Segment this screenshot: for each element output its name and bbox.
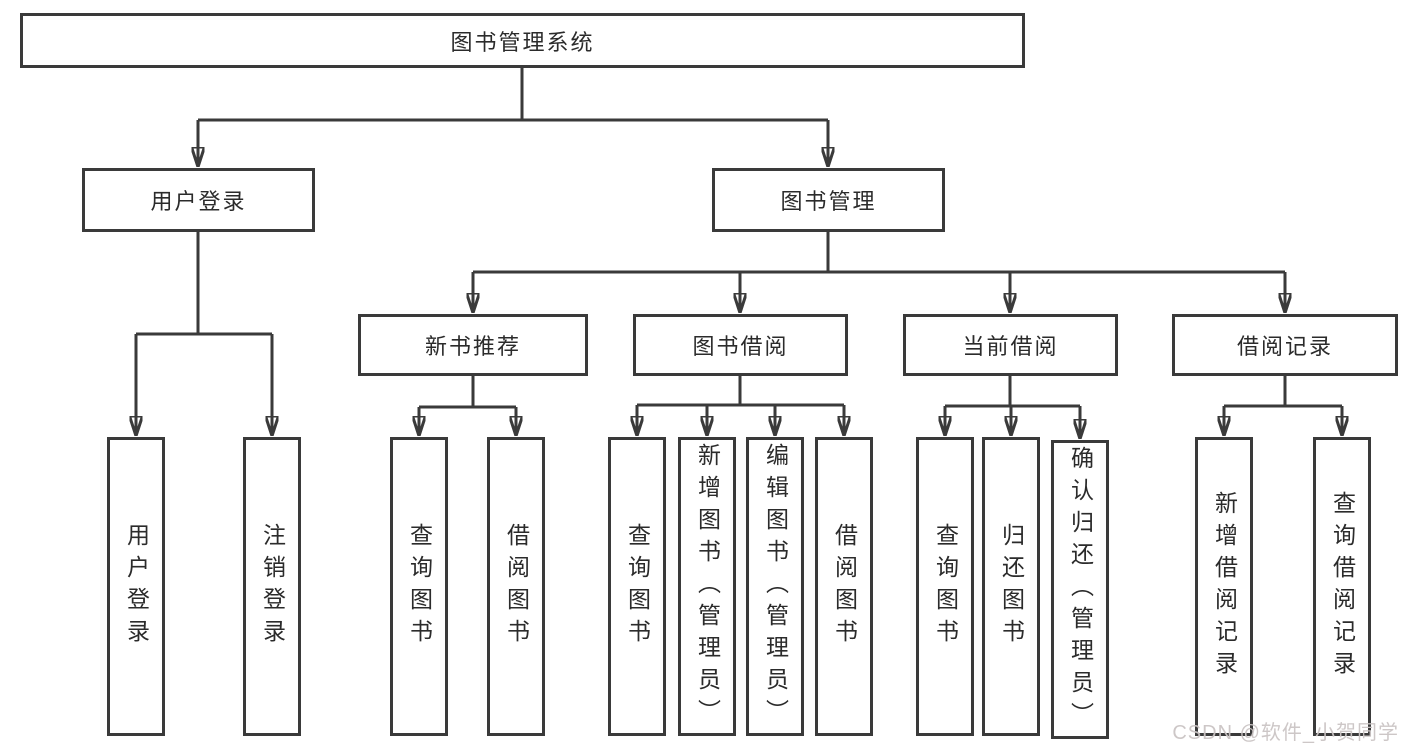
group-label: 新书推荐 [424, 334, 521, 359]
leaf-label: 确认归还（管理员） [1067, 445, 1094, 734]
leaf-label: 查询图书 [406, 522, 433, 651]
root-box-library-system: 图书管理系统 [20, 13, 1025, 68]
leaf-box-borrow-books: 借阅图书 [815, 437, 873, 736]
leaf-label: 查询图书 [932, 522, 959, 651]
leaf-label: 用户登录 [123, 522, 150, 651]
leaf-box-return-books: 归还图书 [982, 437, 1040, 736]
leaf-label: 借阅图书 [831, 522, 858, 651]
group-box-borrow-records: 借阅记录 [1172, 314, 1398, 376]
root-label: 图书管理系统 [450, 29, 595, 55]
leaf-box-confirm-return-admin: 确认归还（管理员） [1051, 440, 1109, 739]
csdn-watermark: CSDN @软件_小贺同学 [1172, 722, 1399, 744]
group-box-new-book-recommend: 新书推荐 [358, 314, 588, 376]
group-label: 图书借阅 [692, 334, 789, 359]
leaf-box-query-books: 查询图书 [608, 437, 666, 736]
leaf-label: 查询借阅记录 [1329, 490, 1356, 683]
branch-label: 图书管理 [780, 189, 877, 214]
leaf-label: 新增图书（管理员） [694, 442, 721, 731]
group-label: 当前借阅 [962, 334, 1059, 359]
leaf-label: 编辑图书（管理员） [762, 442, 789, 731]
leaf-box-query-books: 查询图书 [390, 437, 448, 736]
leaf-box-borrow-books: 借阅图书 [487, 437, 545, 736]
branch-box-user-login: 用户登录 [82, 168, 315, 232]
leaf-label: 查询图书 [624, 522, 651, 651]
leaf-label: 借阅图书 [503, 522, 530, 651]
leaf-box-add-books-admin: 新增图书（管理员） [678, 437, 736, 736]
branch-label: 用户登录 [150, 189, 247, 214]
leaf-box-user-login: 用户登录 [107, 437, 165, 736]
leaf-label: 新增借阅记录 [1211, 490, 1238, 683]
group-box-current-borrow: 当前借阅 [903, 314, 1118, 376]
leaf-label: 注销登录 [259, 522, 286, 651]
group-label: 借阅记录 [1236, 334, 1333, 359]
leaf-box-logout: 注销登录 [243, 437, 301, 736]
leaf-box-edit-books-admin: 编辑图书（管理员） [746, 437, 804, 736]
leaf-box-query-books: 查询图书 [916, 437, 974, 736]
leaf-box-add-borrow-record: 新增借阅记录 [1195, 437, 1253, 736]
group-box-book-borrow: 图书借阅 [633, 314, 848, 376]
leaf-label: 归还图书 [998, 522, 1025, 651]
leaf-box-query-borrow-record: 查询借阅记录 [1313, 437, 1371, 736]
branch-box-book-management: 图书管理 [712, 168, 945, 232]
